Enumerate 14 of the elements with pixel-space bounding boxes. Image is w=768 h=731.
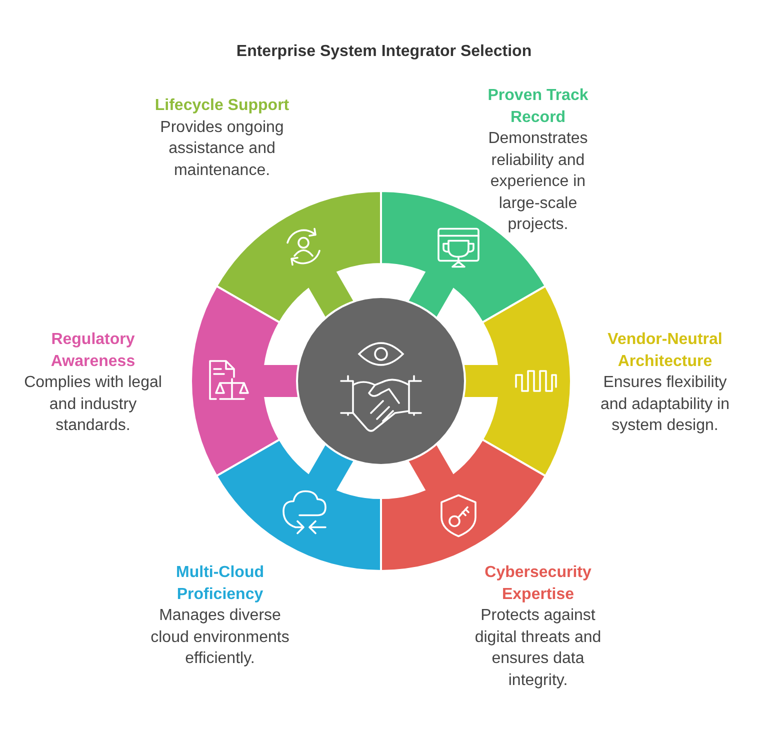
heading: Regulatory Awareness	[50, 330, 136, 372]
title: Enterprise System Integrator Selection	[235, 43, 533, 61]
description: Protects against digital threats and ensures data integrity.	[474, 606, 602, 690]
description: Demonstrates reliability and experience in large-scale projects.	[487, 129, 589, 235]
description: Ensures flexibility and adaptability in system design.	[600, 373, 730, 436]
heading: Proven Track Record	[486, 86, 590, 128]
heading: Lifecycle Support	[154, 96, 290, 116]
heading: Vendor-Neutral Architecture	[606, 330, 724, 372]
heading: Multi-Cloud Proficiency	[175, 563, 265, 604]
description: Manages diverse cloud environments efficiently.	[150, 606, 290, 669]
description: Complies with legal and industry standards.	[23, 373, 163, 436]
description: Provides ongoing assistance and maintenance.	[159, 118, 285, 180]
heading: Cybersecurity Expertise	[484, 563, 592, 604]
center-circle	[296, 296, 466, 466]
